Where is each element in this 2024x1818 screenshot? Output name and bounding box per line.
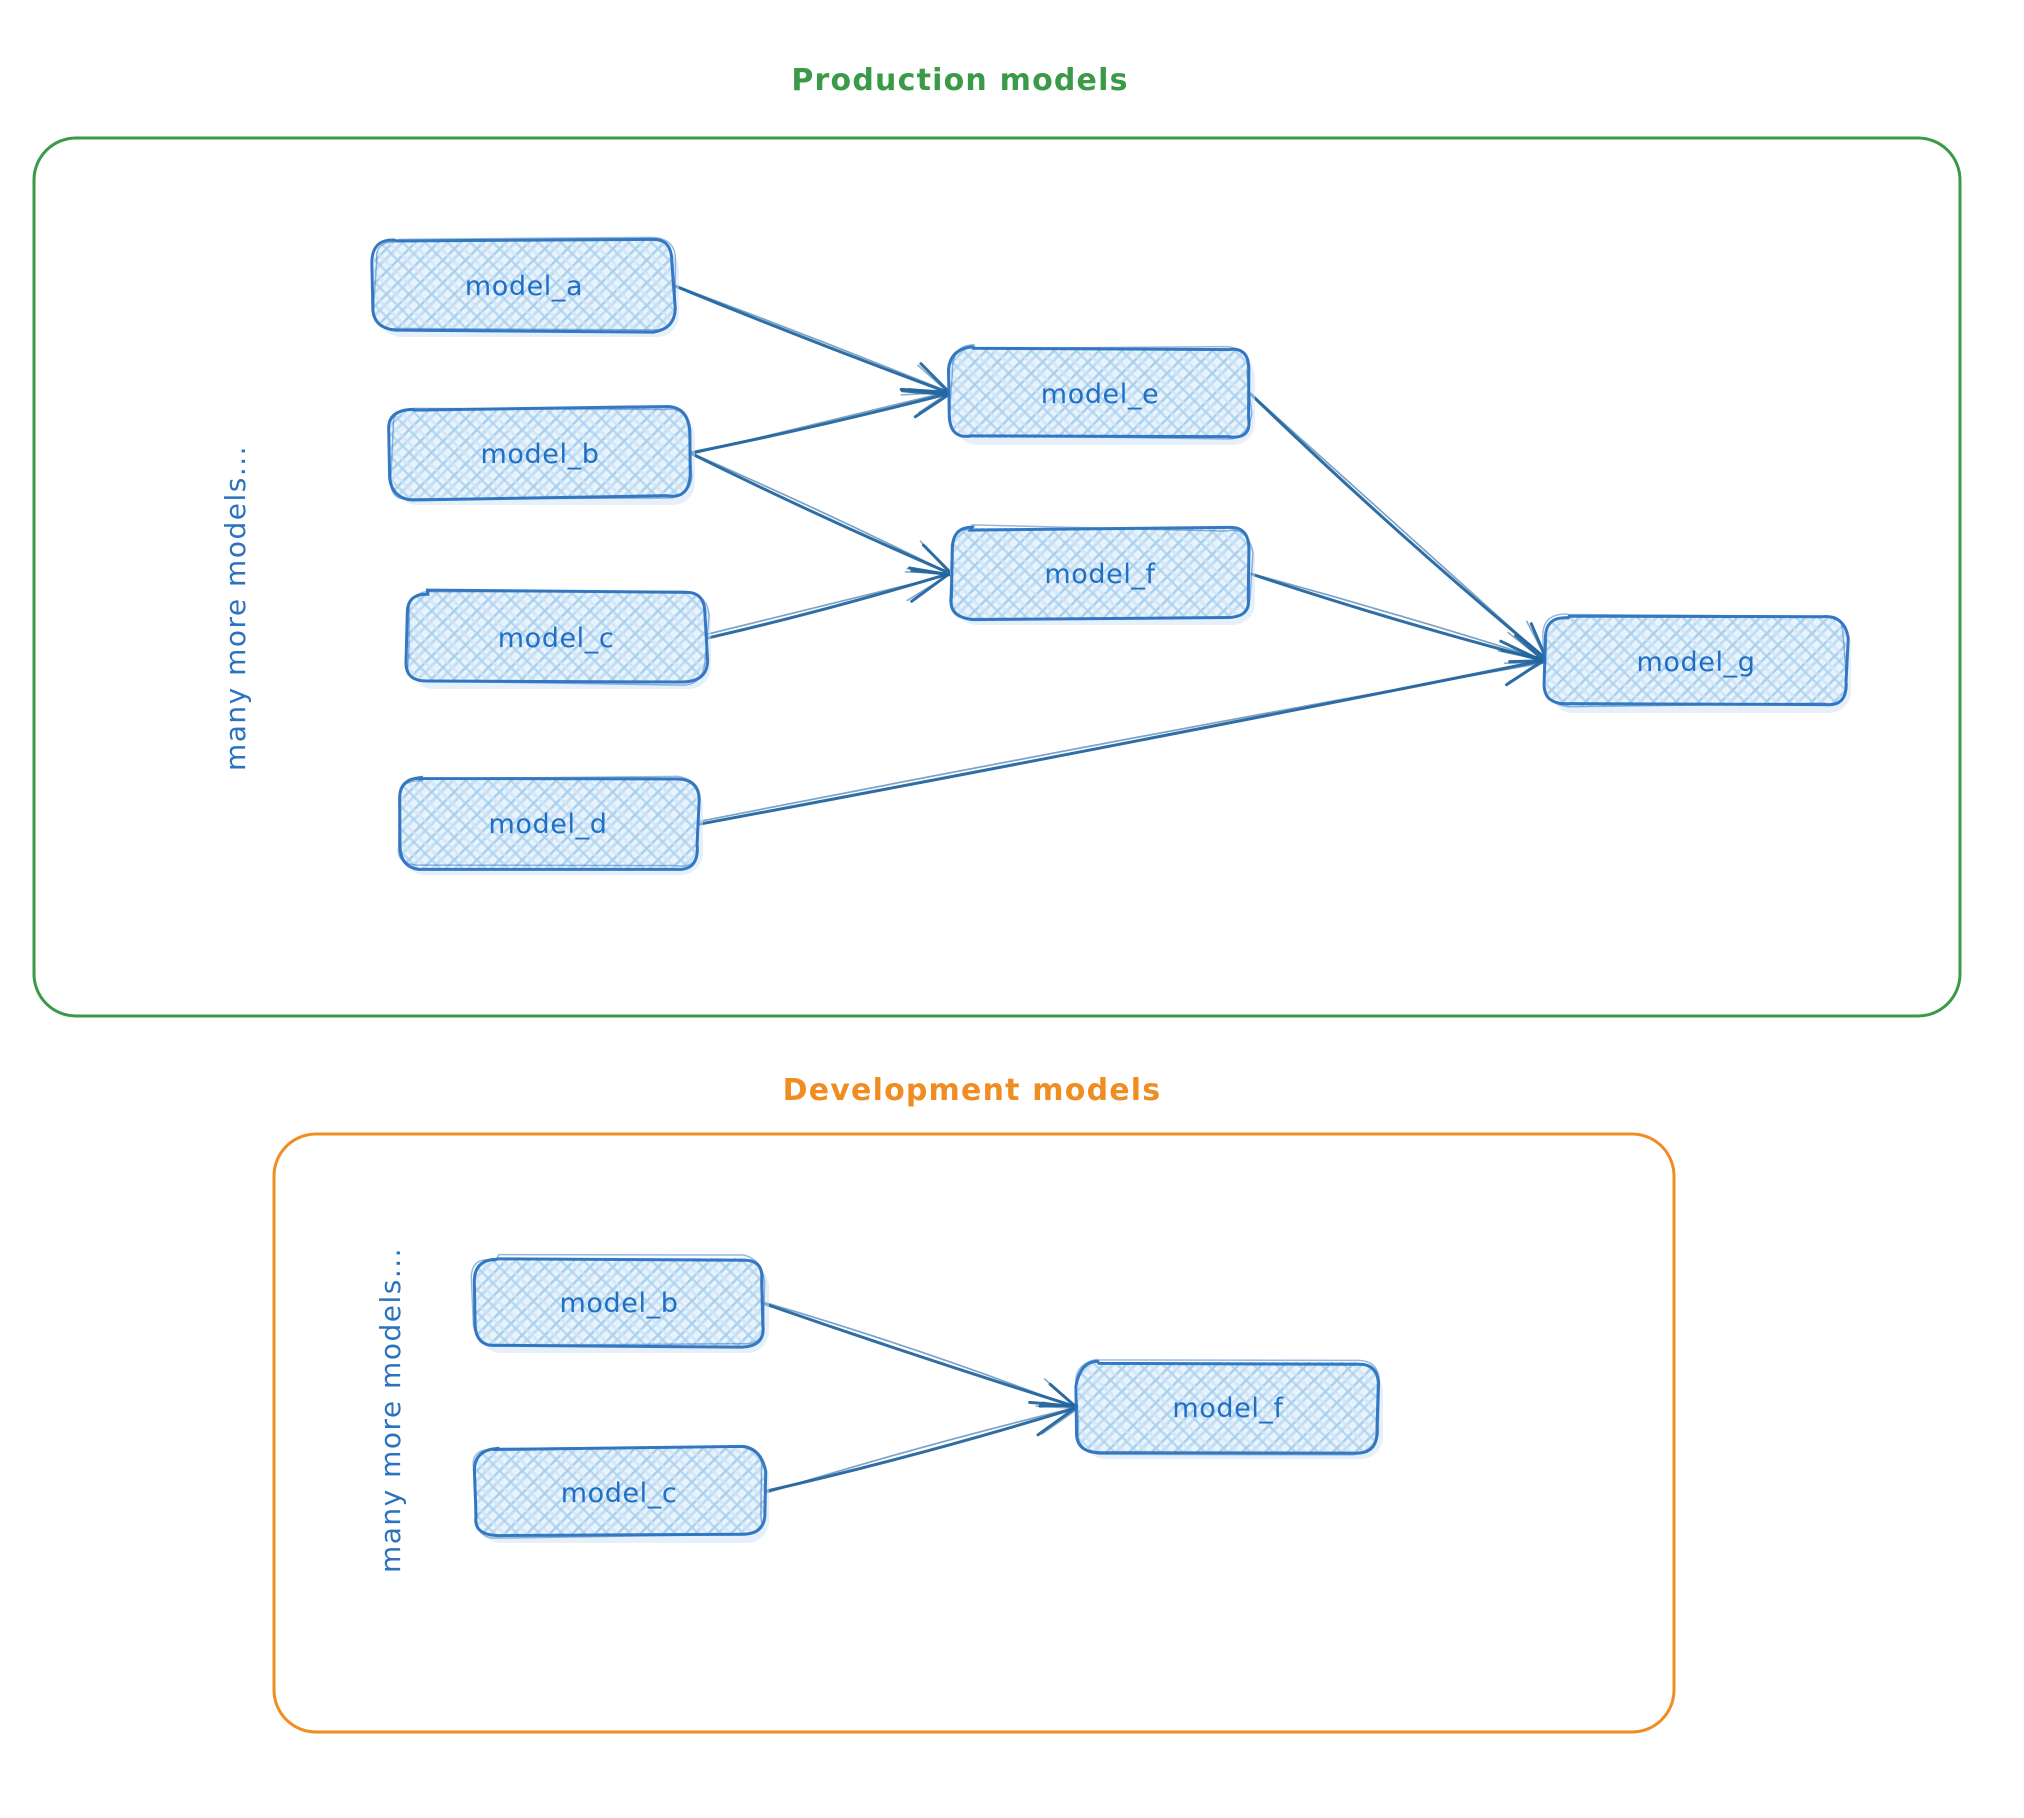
node-label-model_d: model_d xyxy=(489,809,608,840)
group-development: Development models many more models... mod… xyxy=(272,1073,1676,1734)
node-label-dev_model_c: model_c xyxy=(561,1478,678,1509)
node-dev_model_f[interactable]: model_f xyxy=(1074,1358,1383,1459)
node-model_c[interactable]: model_c xyxy=(404,588,711,689)
side-note-development: many more models... xyxy=(374,1247,407,1573)
node-label-model_g: model_g xyxy=(1637,647,1756,678)
group-title-development: Development models xyxy=(783,1073,1162,1108)
group-production: Production models many more models... mode… xyxy=(32,63,1962,1018)
group-title-production: Production models xyxy=(791,63,1128,98)
node-label-model_a: model_a xyxy=(465,271,583,302)
node-label-model_e: model_e xyxy=(1041,379,1159,410)
node-model_d[interactable]: model_d xyxy=(397,775,703,875)
group-container-production xyxy=(32,136,1962,1018)
edges-development xyxy=(761,1301,1081,1495)
node-label-dev_model_f: model_f xyxy=(1172,1393,1284,1424)
node-model_a[interactable]: model_a xyxy=(370,236,679,337)
edge-dev_model_b-to-dev_model_f xyxy=(762,1301,1079,1410)
node-label-model_b: model_b xyxy=(481,439,600,470)
node-label-model_c: model_c xyxy=(498,623,615,654)
edge-model_d-to-model_g xyxy=(695,648,1549,827)
node-label-dev_model_b: model_b xyxy=(560,1288,679,1319)
node-model_g[interactable]: model_g xyxy=(1542,613,1851,713)
edges-production xyxy=(671,283,1550,827)
node-dev_model_b[interactable]: model_b xyxy=(470,1253,769,1353)
node-dev_model_c[interactable]: model_c xyxy=(472,1444,769,1543)
edge-model_b-to-model_f xyxy=(688,451,953,576)
group-container-development xyxy=(272,1132,1676,1734)
side-note-production: many more models... xyxy=(219,445,252,771)
edge-model_a-to-model_e xyxy=(671,283,953,397)
edge-model_c-to-model_f xyxy=(703,566,954,640)
node-model_b[interactable]: model_b xyxy=(387,404,695,505)
edge-dev_model_c-to-dev_model_f xyxy=(761,1400,1081,1495)
node-label-model_f: model_f xyxy=(1044,559,1156,590)
edge-model_b-to-model_e xyxy=(688,387,953,456)
node-model_f[interactable]: model_f xyxy=(949,524,1255,625)
node-model_e[interactable]: model_e xyxy=(947,343,1255,445)
